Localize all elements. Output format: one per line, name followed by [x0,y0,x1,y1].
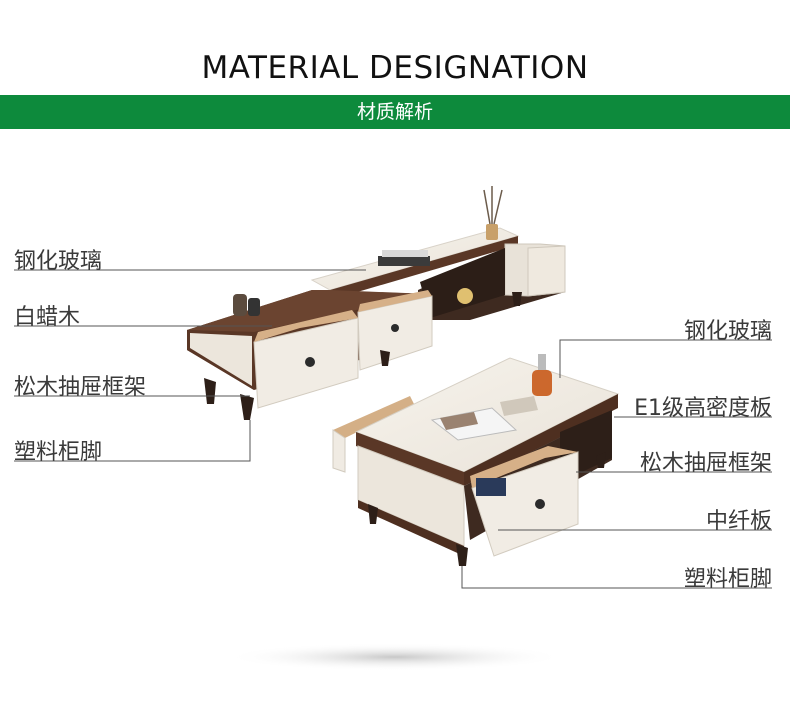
section-banner-text: 材质解析 [356,101,433,123]
label-e1-hdf: E1级高密度板 [634,396,772,421]
label-mdf: 中纤板 [705,509,772,534]
label-plastic-foot-right: 塑料柜脚 [683,567,772,592]
label-pine-drawer-frame-left: 松木抽屉框架 [14,375,147,400]
label-ash-wood: 白蜡木 [14,305,81,330]
label-tempered-glass-left: 钢化玻璃 [14,249,103,274]
floor-shadow [225,643,565,671]
page-title: MATERIAL DESIGNATION [201,50,589,86]
label-plastic-foot-left: 塑料柜脚 [14,440,103,465]
leader-lines [14,269,772,589]
section-banner: 材质解析 [0,95,790,129]
label-pine-drawer-frame-right: 松木抽屉框架 [639,451,772,476]
coffee-table [332,354,620,566]
tv-stand [187,186,566,420]
label-tempered-glass-right: 钢化玻璃 [683,319,772,344]
